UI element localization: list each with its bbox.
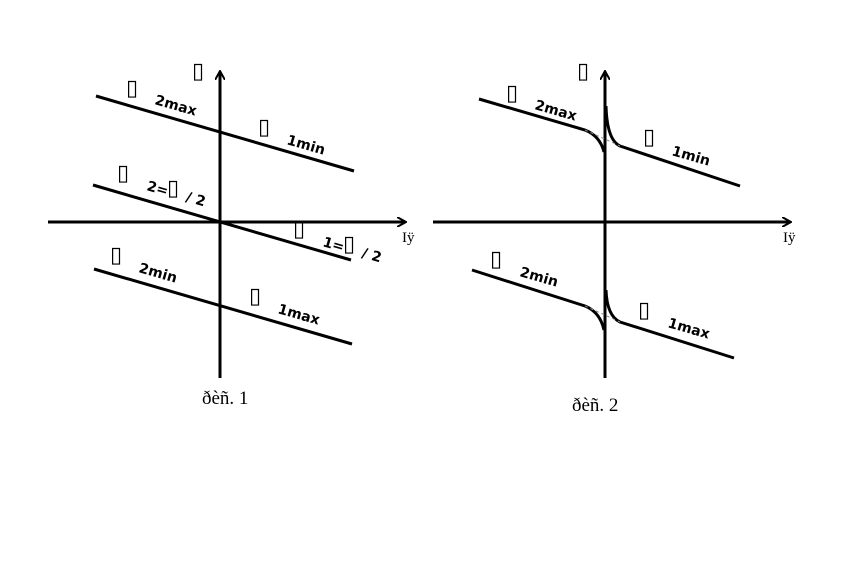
fig1-line-bottom <box>93 267 353 346</box>
fig1-phi-symbol: ▯ <box>110 243 122 268</box>
figure-2: ▯ Iÿ ▯ 2max ▯ 1min ▯ 2min ▯ 1max ðèñ. 2 <box>433 59 796 416</box>
fig2-phi-symbol: ▯ <box>506 81 518 106</box>
fig2-curve-upper-dashed <box>584 129 621 147</box>
fig2-caption: ðèñ. 2 <box>572 395 618 416</box>
fig1-phi-symbol: ▯ <box>249 284 261 309</box>
fig1-phi-symbol: ▯ <box>343 232 355 257</box>
fig2-y-axis-label: ▯ <box>577 59 589 84</box>
fig2-x-axis-label: Iÿ <box>783 230 796 246</box>
fig1-caption: ðèñ. 1 <box>202 388 248 409</box>
fig1-label-2eq: 2= <box>145 178 170 199</box>
fig1-line-top <box>95 94 355 173</box>
fig1-phi-symbol: ▯ <box>126 76 138 101</box>
fig2-phi-symbol: ▯ <box>490 247 502 272</box>
fig2-phi-symbol: ▯ <box>643 125 655 150</box>
figure-1: ▯ Iÿ ▯ 2max ▯ 1min ▯ 2= ▯ / 2 ▯ 1= ▯ / 2… <box>48 59 415 409</box>
fig1-label-half-2: / 2 <box>184 189 207 210</box>
fig1-line-middle <box>92 183 352 262</box>
fig2-phi-symbol: ▯ <box>638 298 650 323</box>
fig1-phi-symbol: ▯ <box>258 115 270 140</box>
fig2-curve-upper <box>478 97 741 188</box>
fig1-label-half-1: / 2 <box>360 245 383 266</box>
fig1-phi-symbol: ▯ <box>293 217 305 242</box>
fig1-phi-symbol: ▯ <box>167 176 179 201</box>
fig1-label-1min: 1min <box>285 132 327 158</box>
fig1-x-axis-label: Iÿ <box>402 230 415 246</box>
fig1-label-1eq: 1= <box>321 234 346 255</box>
fig1-y-axis-label: ▯ <box>192 59 204 84</box>
fig2-curve-lower-dashed <box>584 305 621 323</box>
fig1-phi-symbol: ▯ <box>117 161 129 186</box>
